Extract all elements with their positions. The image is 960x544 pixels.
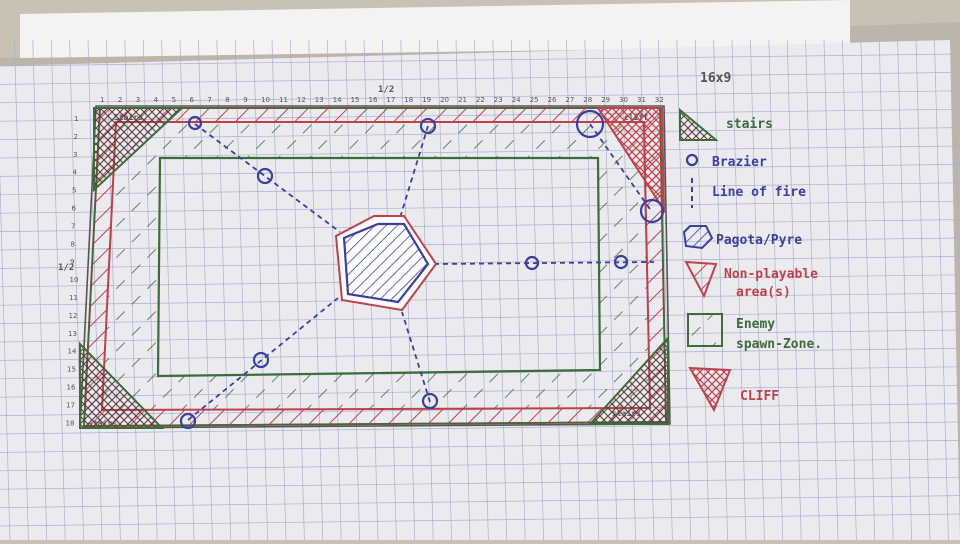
column-label: 3 bbox=[136, 96, 140, 104]
svg-text:stairs: stairs bbox=[612, 408, 641, 418]
column-label: 29 bbox=[601, 96, 610, 104]
row-label: 7 bbox=[71, 222, 75, 230]
row-label: 17 bbox=[66, 401, 75, 409]
svg-text:stairs: stairs bbox=[88, 418, 117, 428]
row-label: 13 bbox=[68, 330, 77, 338]
column-label: 4 bbox=[154, 96, 159, 104]
svg-text:cliff: cliff bbox=[624, 112, 648, 122]
row-label: 18 bbox=[66, 419, 75, 427]
svg-text:area(s): area(s) bbox=[736, 285, 791, 300]
column-label: 30 bbox=[619, 96, 628, 104]
row-label: 14 bbox=[68, 348, 77, 356]
column-label: 26 bbox=[548, 96, 557, 104]
svg-text:Pagota/Pyre: Pagota/Pyre bbox=[716, 233, 802, 248]
row-label: 12 bbox=[69, 312, 78, 320]
column-label: 9 bbox=[243, 96, 247, 104]
column-label: 20 bbox=[440, 96, 449, 104]
column-label: 28 bbox=[583, 96, 592, 104]
column-label: 7 bbox=[207, 96, 211, 104]
row-label: 4 bbox=[73, 169, 78, 177]
svg-text:Non-playable: Non-playable bbox=[724, 267, 818, 282]
column-label: 22 bbox=[476, 96, 485, 104]
column-label: 11 bbox=[279, 96, 288, 104]
row-label: 2 bbox=[74, 133, 78, 141]
column-label: 13 bbox=[315, 96, 324, 104]
row-label: 10 bbox=[70, 276, 79, 284]
column-label: 32 bbox=[655, 96, 664, 104]
row-label: 5 bbox=[72, 187, 76, 195]
column-label: 24 bbox=[512, 96, 521, 104]
size-note: 16x9 bbox=[700, 71, 731, 86]
column-label: 17 bbox=[386, 96, 395, 104]
row-label: 16 bbox=[67, 384, 76, 392]
svg-text:Line of fire: Line of fire bbox=[712, 185, 806, 200]
column-label: 6 bbox=[190, 96, 195, 104]
column-label: 18 bbox=[404, 96, 413, 104]
column-label: 31 bbox=[637, 96, 646, 104]
row-label: 1 bbox=[74, 115, 78, 123]
svg-text:stairs: stairs bbox=[726, 117, 773, 132]
row-label: 11 bbox=[69, 294, 78, 302]
column-label: 2 bbox=[118, 96, 122, 104]
column-label: 25 bbox=[530, 96, 539, 104]
row-label: 8 bbox=[71, 240, 75, 248]
row-label: 3 bbox=[73, 151, 77, 159]
svg-text:CLIFF: CLIFF bbox=[740, 389, 779, 404]
svg-text:spawn-Zone.: spawn-Zone. bbox=[736, 337, 822, 352]
column-label: 14 bbox=[333, 96, 342, 104]
svg-text:Brazier: Brazier bbox=[712, 155, 767, 170]
svg-text:Stairs: Stairs bbox=[114, 112, 143, 122]
column-label: 27 bbox=[565, 96, 574, 104]
column-label: 19 bbox=[422, 96, 431, 104]
column-label: 12 bbox=[297, 96, 306, 104]
column-label: 23 bbox=[494, 96, 503, 104]
center-mark-left: 1/2 bbox=[58, 263, 74, 273]
column-label: 1 bbox=[100, 96, 104, 104]
row-label: 6 bbox=[72, 205, 77, 213]
svg-text:Enemy: Enemy bbox=[736, 317, 775, 332]
row-label: 15 bbox=[67, 366, 76, 374]
column-label: 21 bbox=[458, 96, 467, 104]
column-label: 10 bbox=[261, 96, 270, 104]
column-label: 5 bbox=[172, 96, 176, 104]
center-mark-top: 1/2 bbox=[378, 85, 394, 95]
column-label: 16 bbox=[369, 96, 378, 104]
column-label: 15 bbox=[351, 96, 360, 104]
column-label: 8 bbox=[225, 96, 229, 104]
